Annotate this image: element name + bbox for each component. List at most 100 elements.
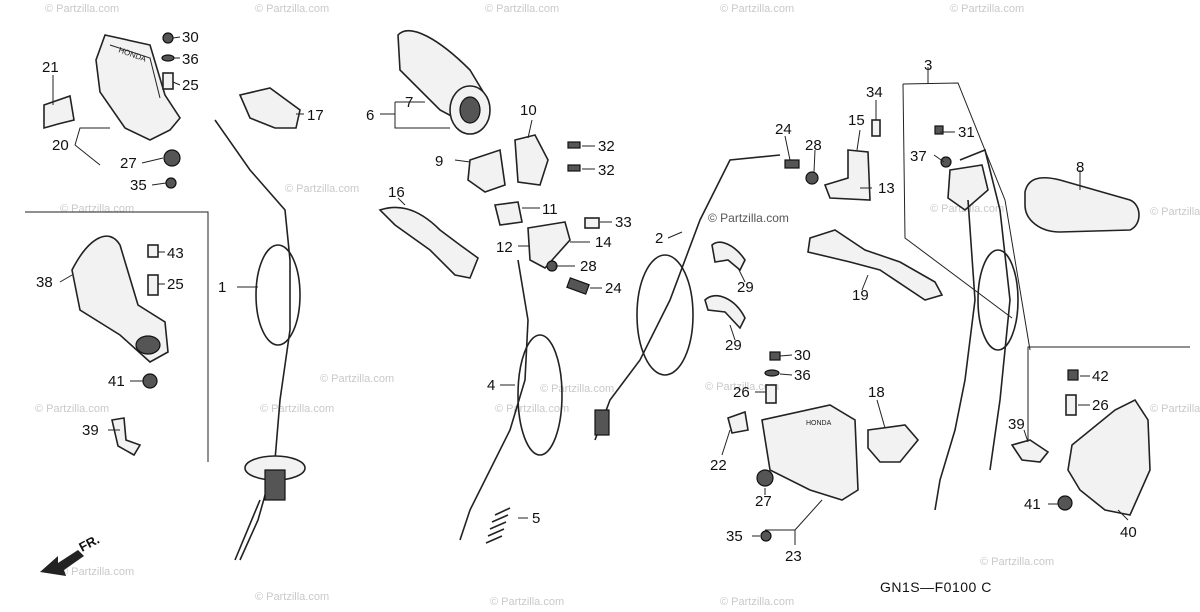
callout-8: 8 <box>1076 159 1084 176</box>
callout-28: 28 <box>580 258 597 275</box>
callout-24: 24 <box>605 280 622 297</box>
watermark: © Partzilla.com <box>705 381 779 393</box>
callout-34: 34 <box>866 84 883 101</box>
callout-28: 28 <box>805 137 822 154</box>
callout-labels: 21 20 27 35 30 36 25 17 1 6 7 10 9 32 32… <box>36 29 1137 565</box>
brake-master-13 <box>784 119 881 201</box>
callout-31: 31 <box>958 124 975 141</box>
watermark: © Partzilla.com <box>540 383 614 395</box>
callout-19: 19 <box>852 287 869 304</box>
right-handguard-23: HONDA <box>727 351 859 542</box>
lever-bracket-12 <box>494 201 600 295</box>
callout-5: 5 <box>532 510 540 527</box>
watermark: © Partzilla.com <box>708 211 789 225</box>
callout-35: 35 <box>130 177 147 194</box>
watermark: © Partzilla.com <box>60 203 134 215</box>
watermark: © Partzilla.com <box>260 403 334 415</box>
callout-37: 37 <box>910 148 927 165</box>
watermark: © Partzilla.com <box>35 403 109 415</box>
watermark: © Partzilla.com <box>285 183 359 195</box>
callout-25: 25 <box>167 276 184 293</box>
callout-39: 39 <box>1008 416 1025 433</box>
switch-assembly <box>934 125 1019 511</box>
callout-41: 41 <box>1024 496 1041 513</box>
callout-40: 40 <box>1120 524 1137 541</box>
watermark: © Partzilla.com <box>495 403 569 415</box>
callout-13: 13 <box>878 180 895 197</box>
callout-16: 16 <box>388 184 405 201</box>
grip-8 <box>1024 176 1140 233</box>
callout-15: 15 <box>848 112 865 129</box>
callout-35: 35 <box>726 528 743 545</box>
watermark: © Partzilla.com <box>320 373 394 385</box>
callout-25: 25 <box>182 77 199 94</box>
callout-30: 30 <box>794 347 811 364</box>
callout-10: 10 <box>520 102 537 119</box>
callout-42: 42 <box>1092 368 1109 385</box>
handguard-40 <box>1010 369 1151 516</box>
throttle-cable-2 <box>594 154 781 441</box>
callout-2: 2 <box>655 230 663 247</box>
callout-14: 14 <box>595 234 612 251</box>
left-handguard-upper: HONDA <box>95 34 181 167</box>
callout-26: 26 <box>1092 397 1109 414</box>
callout-23: 23 <box>785 548 802 565</box>
callout-33: 33 <box>615 214 632 231</box>
throttle-grip-7 <box>397 29 491 135</box>
callout-11: 11 <box>542 201 558 218</box>
watermark: © Partzilla.com <box>980 556 1054 568</box>
bracket-21 <box>43 94 75 130</box>
clutch-cable-4 <box>459 259 563 541</box>
callout-27: 27 <box>755 493 772 510</box>
callout-17: 17 <box>307 107 324 124</box>
clutch-lever-16 <box>378 206 479 279</box>
callout-24: 24 <box>775 121 792 138</box>
callout-38: 38 <box>36 274 53 291</box>
watermark: © Partzilla.com <box>490 596 564 608</box>
callout-32: 32 <box>598 138 615 155</box>
callout-1: 1 <box>218 279 226 296</box>
callout-36: 36 <box>182 51 199 68</box>
callout-22: 22 <box>710 457 727 474</box>
front-label: FR. <box>76 532 102 555</box>
watermark: © Partzilla.com <box>45 3 119 15</box>
watermark: © Partzilla.com <box>720 596 794 608</box>
callout-18: 18 <box>868 384 885 401</box>
callout-29: 29 <box>737 279 754 296</box>
watermark: © Partzilla.com <box>950 3 1024 15</box>
callout-32: 32 <box>598 162 615 179</box>
callout-29: 29 <box>725 337 742 354</box>
watermark: © Partzilla.com <box>720 3 794 15</box>
callout-4: 4 <box>487 377 495 394</box>
spring-5 <box>485 507 511 544</box>
watermark: © Partzilla.com <box>1150 403 1200 415</box>
watermark-layer: © Partzilla.com © Partzilla.com © Partzi… <box>35 3 1200 608</box>
watermark: © Partzilla.com <box>1150 206 1200 218</box>
callout-6: 6 <box>366 107 374 124</box>
watermark: © Partzilla.com <box>255 591 329 603</box>
callout-3: 3 <box>924 57 932 74</box>
leader-lines <box>52 36 1129 545</box>
callout-39: 39 <box>82 422 99 439</box>
callout-7: 7 <box>405 94 413 111</box>
brand-mark: HONDA <box>806 420 832 427</box>
callout-43: 43 <box>167 245 184 262</box>
group-separator-lines <box>25 82 1190 462</box>
watermark: © Partzilla.com <box>60 566 134 578</box>
watermark: © Partzilla.com <box>485 3 559 15</box>
clamp-29 <box>704 241 746 330</box>
callout-27: 27 <box>120 155 137 172</box>
watermark: © Partzilla.com <box>255 3 329 15</box>
throttle-housing-10 <box>467 134 581 193</box>
callout-12: 12 <box>496 239 513 256</box>
callout-26: 26 <box>733 384 750 401</box>
boot-18 <box>867 424 920 463</box>
callout-36: 36 <box>794 367 811 384</box>
callout-20: 20 <box>52 137 69 154</box>
boot-17 <box>238 87 301 129</box>
handguard-38 <box>71 235 169 457</box>
throttle-cable-1 <box>214 119 306 561</box>
brake-lever-19 <box>807 229 944 301</box>
callout-9: 9 <box>435 153 443 170</box>
